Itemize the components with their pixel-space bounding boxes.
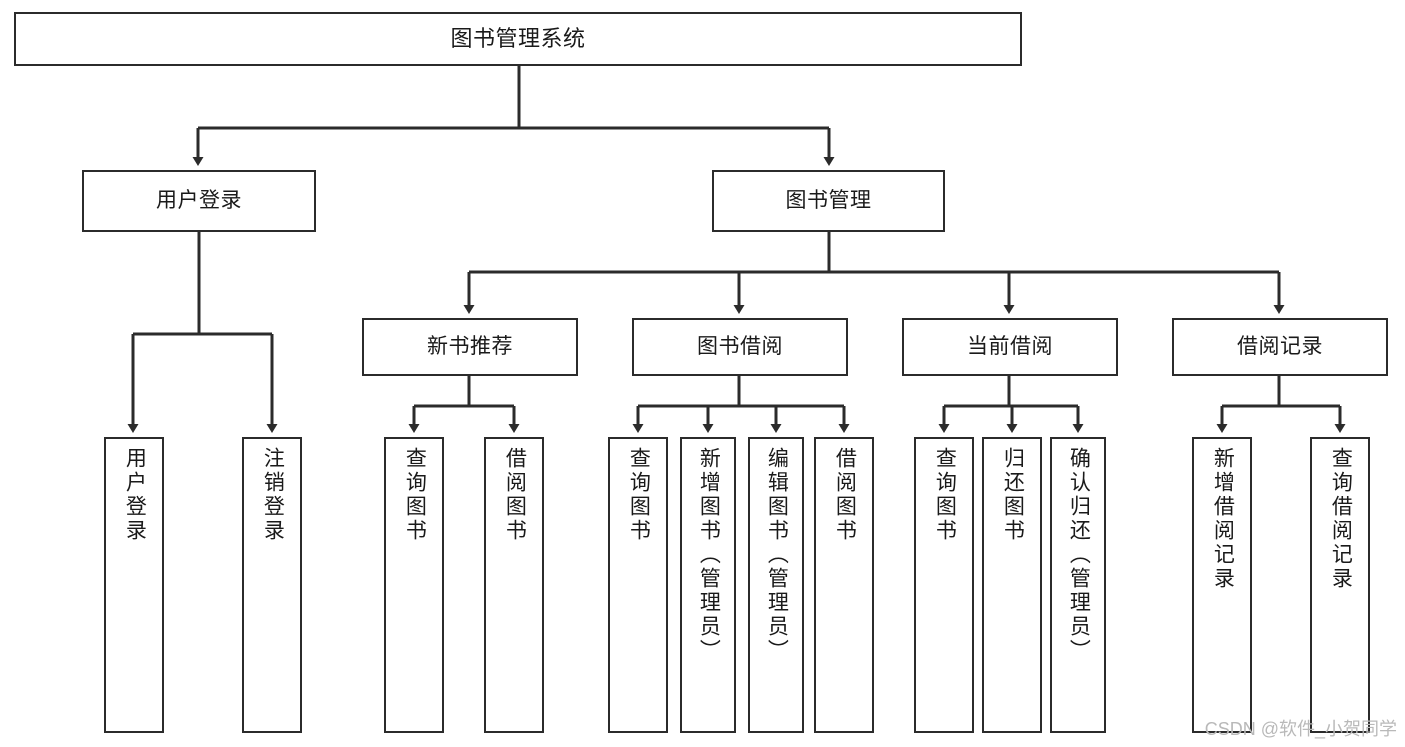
node-leaf-query-book-2-label: 查询图书 — [627, 447, 651, 543]
node-book-management[interactable]: 图书管理 — [712, 170, 945, 232]
node-leaf-borrow-book-2-label: 借阅图书 — [833, 447, 857, 543]
node-user-login[interactable]: 用户登录 — [82, 170, 316, 232]
node-borrow-record-label: 借阅记录 — [1237, 334, 1323, 358]
node-leaf-query-book-1[interactable]: 查询图书 — [384, 437, 444, 733]
node-leaf-logout[interactable]: 注销登录 — [242, 437, 302, 733]
node-leaf-add-book[interactable]: 新增图书（管理员） — [680, 437, 736, 733]
node-leaf-query-record[interactable]: 查询借阅记录 — [1310, 437, 1370, 733]
node-leaf-borrow-book-1-label: 借阅图书 — [503, 447, 527, 543]
node-new-book-recommend-label: 新书推荐 — [427, 334, 513, 358]
node-leaf-user-login-label: 用户登录 — [123, 447, 147, 543]
node-book-management-label: 图书管理 — [785, 188, 872, 212]
node-leaf-add-book-label: 新增图书（管理员） — [697, 447, 721, 663]
node-leaf-return-book-label: 归还图书 — [1001, 447, 1025, 543]
node-new-book-recommend[interactable]: 新书推荐 — [362, 318, 578, 376]
node-leaf-query-book-2[interactable]: 查询图书 — [608, 437, 668, 733]
node-leaf-confirm-return-label: 确认归还（管理员） — [1067, 447, 1091, 663]
node-current-borrow-label: 当前借阅 — [967, 334, 1053, 358]
node-leaf-edit-book-label: 编辑图书（管理员） — [765, 447, 789, 663]
node-leaf-borrow-book-2[interactable]: 借阅图书 — [814, 437, 874, 733]
node-leaf-query-record-label: 查询借阅记录 — [1329, 447, 1353, 591]
node-leaf-add-record-label: 新增借阅记录 — [1211, 447, 1235, 591]
node-leaf-add-record[interactable]: 新增借阅记录 — [1192, 437, 1252, 733]
node-leaf-logout-label: 注销登录 — [261, 447, 285, 543]
node-leaf-query-book-3-label: 查询图书 — [933, 447, 957, 543]
node-leaf-query-book-3[interactable]: 查询图书 — [914, 437, 974, 733]
node-leaf-return-book[interactable]: 归还图书 — [982, 437, 1042, 733]
node-root-label: 图书管理系统 — [450, 26, 586, 52]
node-book-borrow-label: 图书借阅 — [697, 334, 783, 358]
node-root[interactable]: 图书管理系统 — [14, 12, 1022, 66]
node-leaf-query-book-1-label: 查询图书 — [403, 447, 427, 543]
node-leaf-borrow-book-1[interactable]: 借阅图书 — [484, 437, 544, 733]
watermark-text: CSDN @软件_小贺同学 — [1204, 719, 1397, 739]
node-leaf-confirm-return[interactable]: 确认归还（管理员） — [1050, 437, 1106, 733]
node-leaf-user-login[interactable]: 用户登录 — [104, 437, 164, 733]
node-leaf-edit-book[interactable]: 编辑图书（管理员） — [748, 437, 804, 733]
node-borrow-record[interactable]: 借阅记录 — [1172, 318, 1388, 376]
node-current-borrow[interactable]: 当前借阅 — [902, 318, 1118, 376]
node-book-borrow[interactable]: 图书借阅 — [632, 318, 848, 376]
node-user-login-label: 用户登录 — [156, 188, 242, 212]
